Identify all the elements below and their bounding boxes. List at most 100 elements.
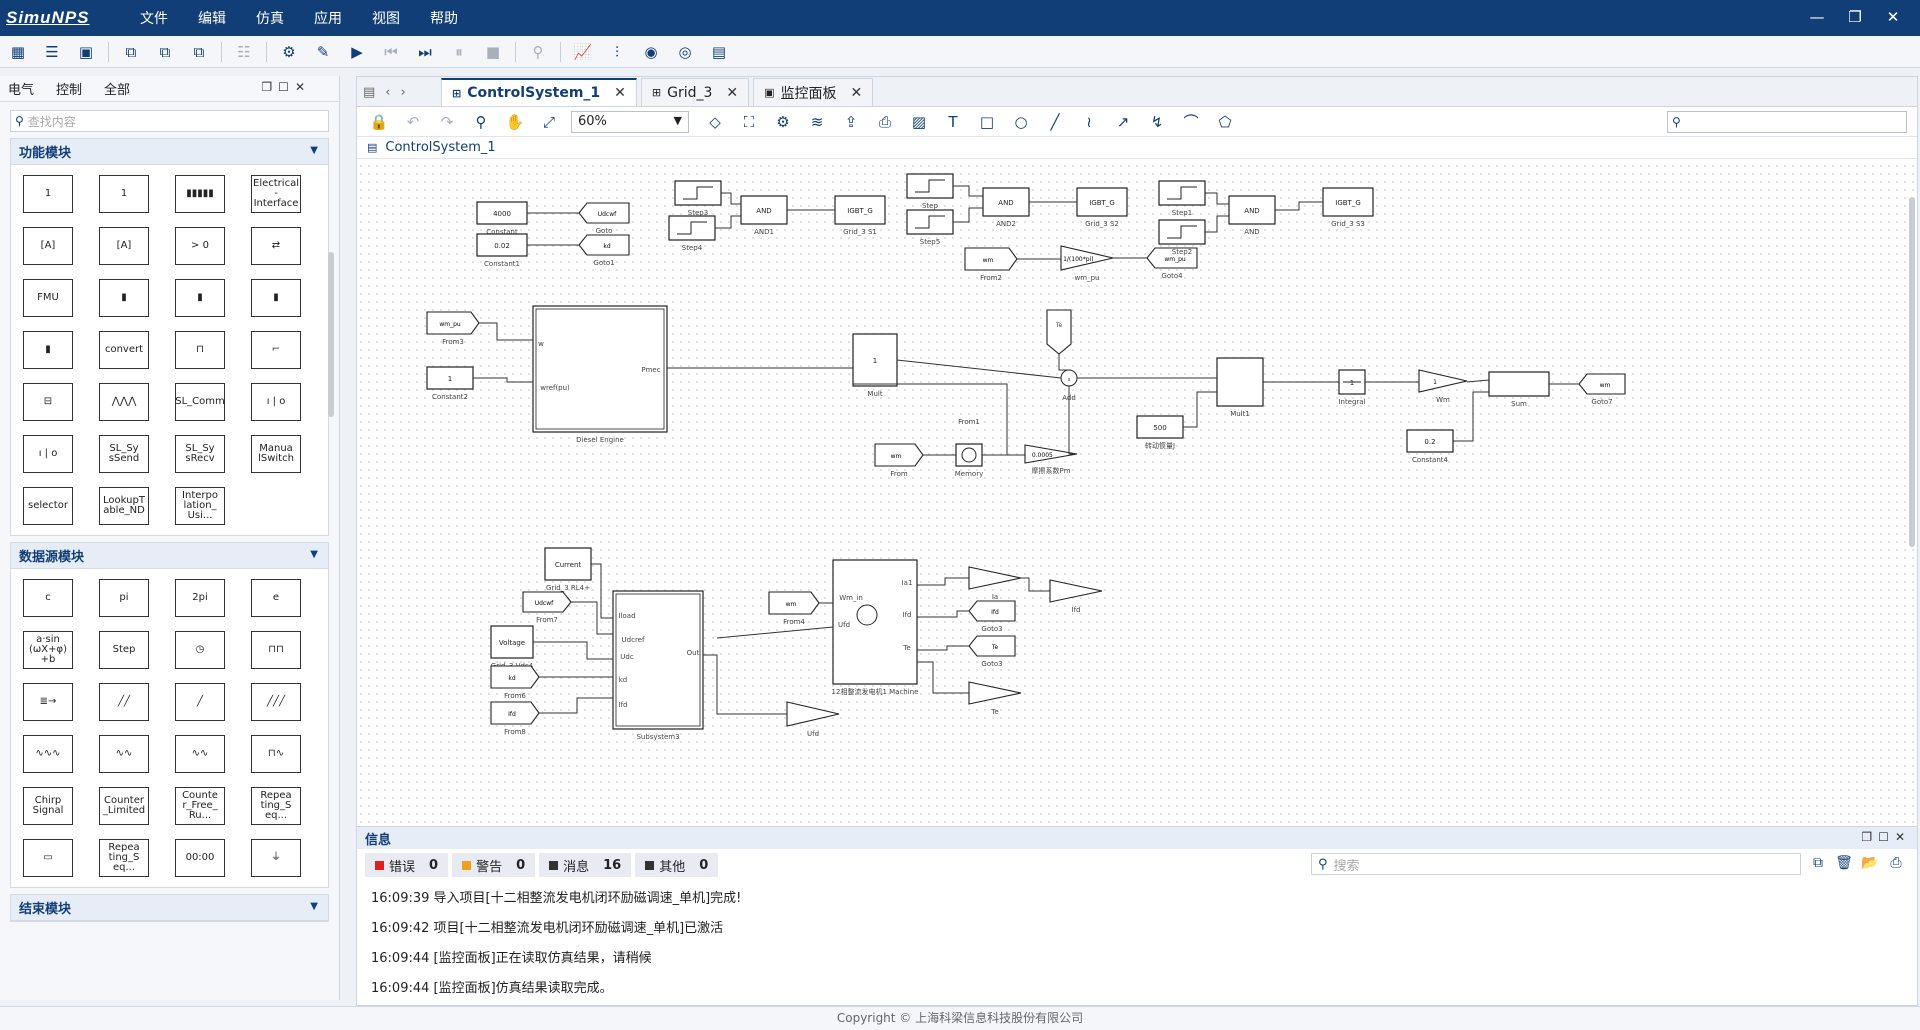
edit-icon[interactable]: ✎ xyxy=(316,42,330,61)
goto7-block[interactable] xyxy=(1578,373,1626,395)
close-icon[interactable]: ✕ xyxy=(726,84,739,101)
library-block[interactable]: c xyxy=(23,579,73,617)
canvas-scrollbar[interactable] xyxy=(1909,197,1915,547)
library-block[interactable]: Step xyxy=(99,631,149,669)
diagram-search[interactable]: ⚲ xyxy=(1667,111,1907,133)
list-icon[interactable]: ☰ xyxy=(45,42,59,61)
library-block[interactable]: Counte r_Free_ Ru... xyxy=(175,787,225,825)
ufd-block[interactable] xyxy=(786,701,840,727)
copy-add-icon[interactable]: ⧉ xyxy=(159,42,171,61)
and1-block[interactable] xyxy=(740,195,788,225)
step5-block[interactable] xyxy=(906,209,954,235)
library-block[interactable]: a·sin (ωX+φ) +b xyxy=(23,631,73,669)
info-search-input[interactable]: ⚲搜索 xyxy=(1311,853,1801,875)
diesel-block[interactable] xyxy=(532,305,668,433)
igbt1-block[interactable] xyxy=(834,195,886,225)
library-block[interactable]: SL_Sy sSend xyxy=(99,435,149,473)
machine-block[interactable] xyxy=(832,559,918,685)
igbt2-block[interactable] xyxy=(1076,187,1128,217)
ifd-out-block[interactable] xyxy=(1049,579,1103,603)
menu-file[interactable]: 文件 xyxy=(140,11,168,27)
library-block[interactable]: ∿∿∿ xyxy=(23,735,73,773)
tab-grid[interactable]: ⊞Grid_3✕ xyxy=(640,78,750,106)
polyline-icon[interactable]: ≀ xyxy=(1086,112,1092,131)
library-block[interactable]: pi xyxy=(99,579,149,617)
message-row[interactable]: 16:09:44 [监控面板]正在读取仿真结果，请稍候 xyxy=(371,950,652,966)
export-icon[interactable]: ⇪ xyxy=(844,112,858,131)
trash-icon[interactable]: 🗑 xyxy=(1835,855,1853,871)
library-block[interactable]: convert xyxy=(99,331,149,369)
library-block[interactable]: Chirp Signal xyxy=(23,787,73,825)
library-block[interactable]: 1 xyxy=(23,175,73,213)
connect-icon[interactable]: ↯ xyxy=(1150,112,1164,131)
library-block[interactable]: [A] xyxy=(99,227,149,265)
menu-help[interactable]: 帮助 xyxy=(430,11,458,27)
subsystem3-block[interactable] xyxy=(612,590,704,730)
library-block[interactable]: ⊓ xyxy=(175,331,225,369)
and2-block[interactable] xyxy=(982,187,1030,217)
pan-icon[interactable]: ✋ xyxy=(505,112,525,131)
tab-control[interactable]: 控制 xyxy=(56,83,83,98)
tab-electrical[interactable]: 电气 xyxy=(8,83,35,98)
mult1-block[interactable] xyxy=(1216,357,1264,407)
circle-icon[interactable]: ○ xyxy=(1014,112,1028,131)
pause-icon[interactable]: ⏸ xyxy=(455,42,463,61)
library-block[interactable]: LookupT able_ND xyxy=(99,487,149,525)
close-button[interactable]: ✕ xyxy=(1886,8,1900,26)
library-block[interactable]: ∿∿ xyxy=(175,735,225,773)
step-block[interactable] xyxy=(906,173,954,199)
library-block[interactable]: ∿∿ xyxy=(99,735,149,773)
diesel-inner[interactable] xyxy=(535,308,665,430)
block-diagram[interactable]: 4000ConstantUdcwfGoto0.02Constant1kdGoto… xyxy=(357,162,1917,826)
goto4-block[interactable] xyxy=(1146,247,1198,269)
library-block[interactable]: ╱ xyxy=(175,683,225,721)
chevron-down-icon[interactable]: ▼ xyxy=(310,549,318,560)
memory-clock-icon[interactable] xyxy=(961,447,977,463)
library-block[interactable]: [A] xyxy=(23,227,73,265)
message-row[interactable]: 16:09:44 [监控面板]仿真结果读取完成。 xyxy=(371,980,613,996)
chevron-left-icon[interactable]: ‹ xyxy=(385,84,401,100)
text-icon[interactable]: T xyxy=(948,112,958,131)
copy-icon[interactable]: ⧉ xyxy=(1813,855,1823,871)
from6-block[interactable] xyxy=(490,665,540,689)
message-row[interactable]: 16:09:39 导入项目[十二相整流发电机闭环励磁调速_单机]完成! xyxy=(371,890,742,906)
polygon-icon[interactable]: ⬠ xyxy=(1218,112,1232,131)
stop-icon[interactable]: ■ xyxy=(485,42,501,61)
from7-block[interactable] xyxy=(522,591,572,613)
debug-icon[interactable]: ⚲ xyxy=(532,42,544,61)
tag-icon[interactable]: ◇ xyxy=(709,112,721,131)
voltage-block[interactable] xyxy=(490,625,534,659)
subsystem3-inner[interactable] xyxy=(615,593,701,727)
panel-window-controls[interactable]: ❐☐✕ xyxy=(261,80,311,94)
tab-monitor[interactable]: ▣监控面板✕ xyxy=(753,78,874,106)
library-block[interactable]: Repea ting_S eq... xyxy=(99,839,149,877)
tab-controlsystem[interactable]: ⊞ControlSystem_1✕ xyxy=(441,78,637,106)
tab-all[interactable]: 全部 xyxy=(104,83,131,98)
step4-block[interactable] xyxy=(668,215,716,241)
chart-icon[interactable]: 📈 xyxy=(573,42,593,61)
section-header[interactable]: 数据源模块▼ xyxy=(11,543,328,569)
library-block[interactable]: ▮▮▮▮▮ xyxy=(175,175,225,213)
library-block[interactable]: 2pi xyxy=(175,579,225,617)
close-icon[interactable]: ✕ xyxy=(614,85,626,101)
menu-edit[interactable]: 编辑 xyxy=(198,11,226,27)
goto1-block[interactable] xyxy=(578,234,630,256)
library-block[interactable]: ╱╱ xyxy=(99,683,149,721)
step3-block[interactable] xyxy=(674,180,722,206)
params-icon[interactable]: ⫶ xyxy=(615,42,619,61)
redo-icon[interactable]: ↷ xyxy=(440,112,454,131)
line-icon[interactable]: ╱ xyxy=(1050,112,1060,131)
library-block[interactable]: ⊓∿ xyxy=(251,735,301,773)
zoom-select[interactable]: 60%▼ xyxy=(571,110,689,133)
library-block[interactable]: Interpo lation_ Usi... xyxy=(175,487,225,525)
library-block[interactable]: Electrical -Interface xyxy=(251,175,301,213)
goto-block[interactable] xyxy=(578,202,630,224)
fit-icon[interactable]: ⤢ xyxy=(542,112,555,131)
library-block[interactable]: Counter _Limited xyxy=(99,787,149,825)
damping-block[interactable] xyxy=(1024,444,1078,464)
